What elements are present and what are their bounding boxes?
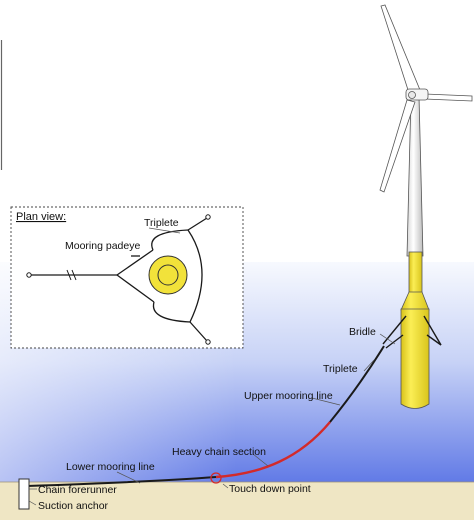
upper-mooring-line	[329, 345, 385, 423]
plan-view-spar-inner	[157, 264, 179, 286]
plan-view-break-mark	[66, 269, 77, 281]
touch-down-point-marker	[210, 472, 222, 484]
chain-forerunner-label: Chain forerunner	[38, 484, 117, 496]
plan-view-frame	[10, 206, 244, 349]
plan-view-inset	[10, 206, 244, 349]
heavy-chain-section	[215, 421, 331, 479]
lower-mooring-line	[26, 476, 217, 487]
turbine-blade-upper	[380, 4, 421, 94]
touch-down-point-label: Touch down point	[229, 483, 311, 495]
plan-view-line-end-left	[26, 272, 32, 278]
spar-hull	[400, 308, 430, 409]
plan-view-padeye-label: Mooring padeye	[65, 240, 140, 252]
plan-view-title: Plan view:	[16, 211, 66, 223]
turbine-blade-lower	[379, 99, 416, 193]
plan-view-line-end-top	[205, 214, 211, 220]
spar-buoy	[400, 251, 430, 409]
suction-anchor-label: Suction anchor	[38, 500, 109, 512]
leader-lines	[28, 333, 396, 506]
turbine-blade-right	[424, 93, 473, 102]
wind-turbine	[379, 4, 473, 257]
heavy-chain-section-label: Heavy chain section	[172, 446, 266, 458]
seabed	[0, 482, 474, 520]
lower-mooring-line-label: Lower mooring line	[66, 461, 155, 473]
triplete-label: Triplete	[323, 363, 358, 375]
turbine-tower	[406, 95, 424, 257]
bridle-lines	[382, 315, 442, 349]
suction-anchor	[18, 478, 30, 510]
plan-view-triplete-label: Triplete	[144, 217, 179, 229]
spar-upper-column	[408, 251, 423, 295]
turbine-hub	[408, 91, 416, 99]
upper-mooring-line-label: Upper mooring line	[244, 390, 333, 402]
bridle-label: Bridle	[349, 326, 376, 338]
plan-view-line-end-bottom	[205, 339, 211, 345]
